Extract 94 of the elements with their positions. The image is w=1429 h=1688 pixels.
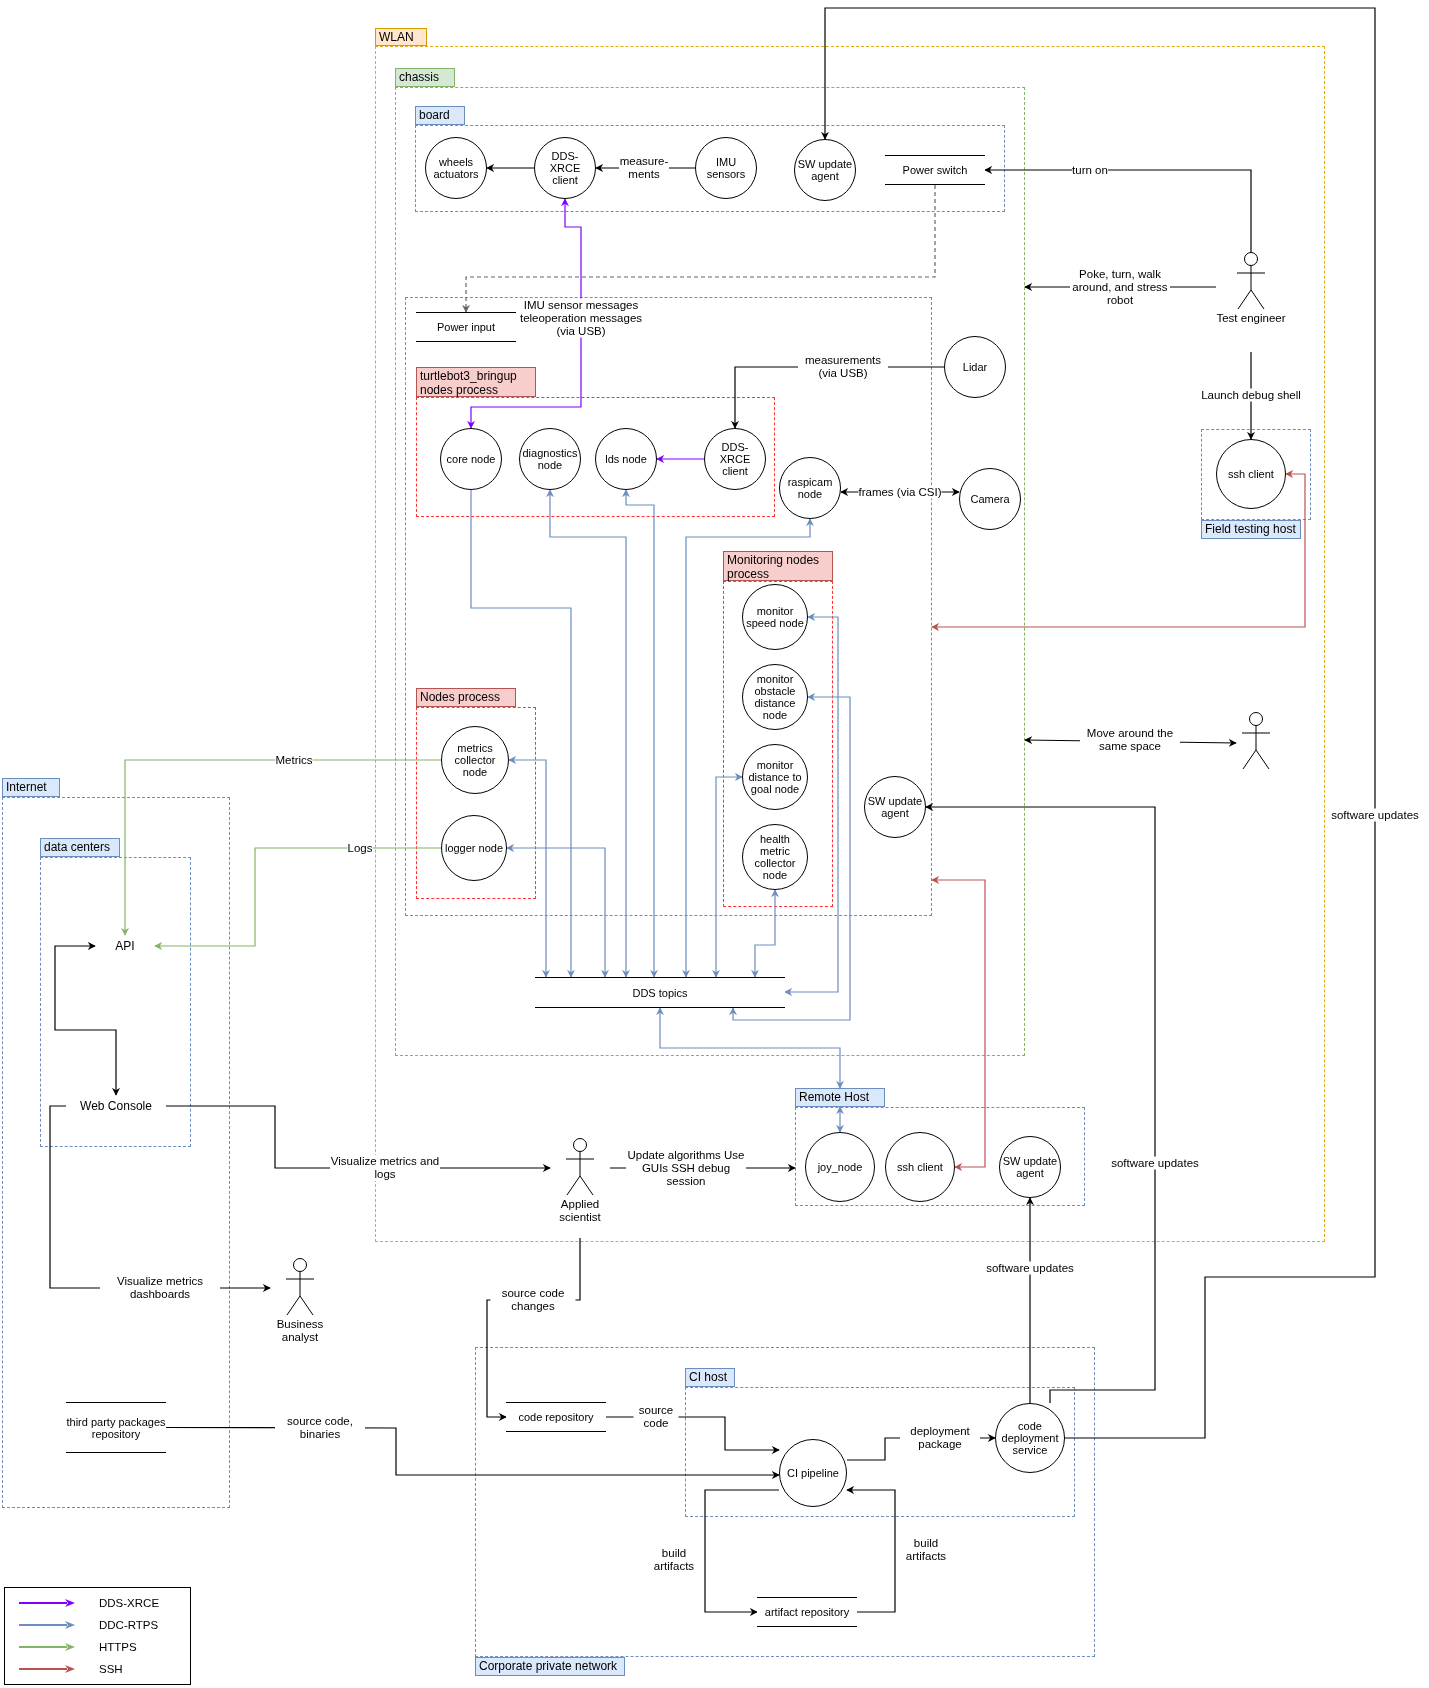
connector-arrow — [784, 613, 839, 996]
process-circle: raspicam node — [779, 457, 841, 519]
edge-label: Visualize metrics and logs — [330, 1155, 440, 1181]
service-label: API — [115, 939, 135, 953]
process-circle: SW update agent — [999, 1136, 1061, 1198]
edge-label: Visualize metrics dashboards — [100, 1275, 220, 1301]
edge-label: Launch debug shell — [1201, 388, 1301, 402]
process-circle: logger node — [441, 815, 507, 881]
connector-arrow — [984, 166, 1252, 253]
connector-arrow — [729, 693, 851, 1021]
legend-label: HTTPS — [99, 1641, 137, 1653]
edge-label: Move around the same space — [1080, 727, 1180, 753]
data-store: Power input — [416, 312, 516, 342]
group-label: Monitoring nodes process — [723, 551, 833, 581]
edge-label: source code, binaries — [275, 1415, 365, 1441]
legend-label: DDC-RTPS — [99, 1619, 159, 1631]
connector-arrow — [54, 942, 120, 1096]
connector-arrow — [931, 470, 1306, 631]
data-store: DDS topics — [535, 977, 785, 1008]
connector-arrow — [622, 489, 658, 978]
edge-label: software updates — [1331, 808, 1419, 822]
group-label: data centers — [40, 838, 120, 857]
process-circle: monitor distance to goal node — [742, 744, 808, 810]
data-store: Power switch — [885, 155, 985, 185]
process-circle: Lidar — [944, 336, 1006, 398]
connector-arrow — [682, 518, 814, 978]
process-circle: DDS-XRCE client — [534, 137, 596, 199]
process-circle: ssh client — [1216, 439, 1286, 509]
connector-arrow — [846, 1486, 896, 1613]
data-store: code repository — [506, 1402, 606, 1432]
connector-arrow — [656, 455, 705, 463]
edge-label: measurements (via USB) — [798, 354, 888, 380]
process-circle: joy_node — [805, 1132, 875, 1202]
process-circle: monitor obstacle distance node — [742, 664, 808, 730]
edge-label: software updates — [1111, 1156, 1199, 1170]
edge-label: Update algorithms Use GUIs SSH debug session — [626, 1148, 746, 1188]
group-label: CI host — [685, 1368, 735, 1387]
process-circle: lds node — [595, 428, 657, 490]
edge-label: frames (via CSI) — [858, 485, 942, 499]
connector-arrow — [931, 876, 986, 1171]
connector-arrow — [656, 1007, 844, 1089]
process-circle: SW update agent — [864, 776, 926, 838]
process-circle: core node — [440, 428, 502, 490]
data-store: artifact repository — [757, 1597, 857, 1627]
connector-arrow — [1026, 1197, 1034, 1404]
edge-label: software updates — [986, 1261, 1074, 1275]
connector-arrow — [546, 489, 630, 978]
group-label: chassis — [395, 68, 455, 87]
group-label: WLAN — [375, 28, 427, 46]
connector-arrow — [925, 803, 1156, 1404]
connector-arrow — [154, 847, 442, 950]
process-circle: metrics collector node — [441, 726, 509, 794]
process-circle: monitor speed node — [742, 584, 808, 650]
edge-label: source code changes — [490, 1287, 576, 1313]
group-label: Field testing host — [1201, 520, 1301, 539]
connector-arrow — [508, 756, 550, 978]
group-label: Internet — [2, 778, 60, 797]
edge-label: deployment package — [900, 1425, 980, 1451]
process-circle: health metric collector node — [742, 824, 808, 890]
edge-label: Metrics — [275, 753, 313, 767]
data-store: third party packages repository — [66, 1402, 166, 1453]
process-circle: code deployment service — [995, 1403, 1065, 1473]
group-label: Remote Host — [795, 1088, 885, 1107]
connector-arrow — [751, 889, 779, 978]
connector-arrow — [1247, 351, 1255, 440]
connector-arrow — [121, 759, 442, 936]
connector-arrow — [704, 1489, 780, 1616]
process-circle: Camera — [959, 468, 1021, 530]
connector-arrow — [506, 844, 609, 978]
connector-arrow — [486, 164, 535, 172]
group-label: turtlebot3_bringup nodes process — [416, 367, 536, 397]
legend-label: SSH — [99, 1663, 123, 1675]
actor-label: Test engineer — [1216, 312, 1286, 325]
edge-label: Poke, turn, walk around, and stress robot — [1070, 267, 1170, 307]
connector-arrow — [467, 198, 582, 429]
connector-arrow — [836, 1106, 844, 1133]
group-label: Nodes process — [416, 688, 516, 707]
process-circle: ssh client — [885, 1132, 955, 1202]
process-circle: CI pipeline — [779, 1439, 847, 1507]
group-label: Corporate private network — [475, 1657, 625, 1676]
process-circle: IMU sensors — [695, 137, 757, 199]
connector-arrow — [712, 773, 743, 978]
process-circle: SW update agent — [794, 139, 856, 201]
service-label: Web Console — [80, 1099, 152, 1113]
edge-label: Logs — [347, 841, 373, 855]
legend-label: DDS-XRCE — [99, 1597, 160, 1609]
process-circle: DDS-XRCE client — [704, 428, 766, 490]
process-circle: wheels actuators — [425, 137, 487, 199]
connector-arrow — [470, 489, 575, 978]
connector-arrow — [821, 7, 1376, 1439]
process-circle: diagnostics node — [519, 428, 581, 490]
edge-label: turn on — [1072, 163, 1108, 177]
connector-arrow — [462, 184, 936, 313]
group-label: board — [415, 106, 465, 125]
